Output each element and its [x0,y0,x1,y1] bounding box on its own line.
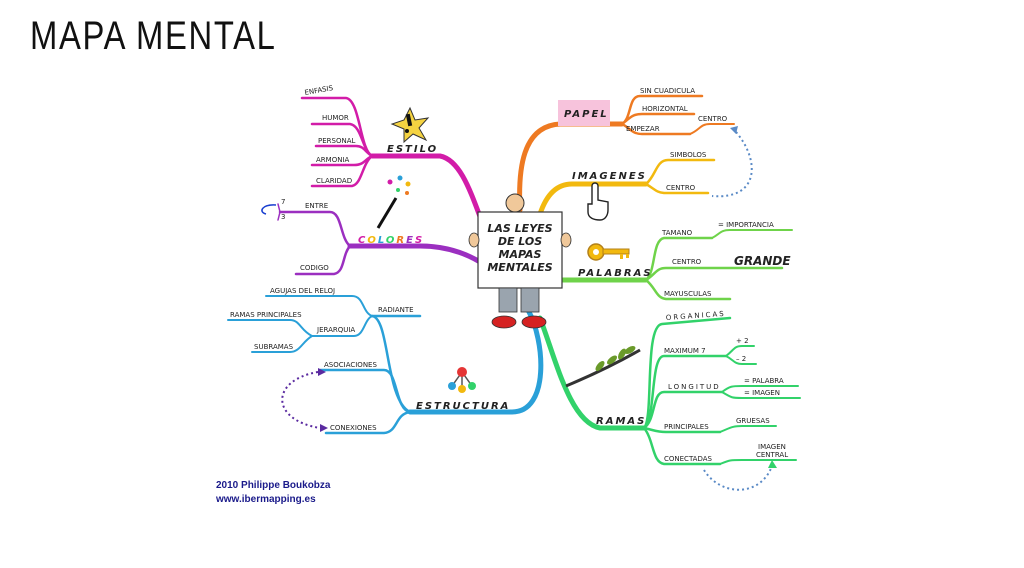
node-mayusculas: MAYUSCULAS [664,290,712,298]
node-central: CENTRAL [756,451,788,459]
node-seven: 7 [281,198,285,206]
node-simbolos: SIMBOLOS [670,151,707,159]
node-asociaciones: ASOCIACIONES [324,361,377,369]
arrowhead-icon [318,368,326,376]
node-imagen: IMAGEN [758,443,786,451]
node-minus2: – 2 [736,355,746,363]
node-three: 3 [281,213,285,221]
key-icon [587,243,630,261]
hand-pointer-icon [587,182,609,221]
branch-estructura-label: ESTRUCTURA [416,401,510,412]
node-personal: PERSONAL [318,137,355,145]
branch-estilo-label: ESTILO [387,144,438,155]
node-codigo: CODIGO [300,264,329,272]
svg-text:COLORES: COLORES [358,235,424,246]
node-radiante: RADIANTE [378,306,414,314]
credit-author: 2010 Philippe Boukobza [216,480,331,491]
node-jerarquia: JERARQUIA [316,326,355,334]
node-grande: GRANDE [734,254,791,268]
center-board [477,211,563,289]
papel-box [558,100,610,126]
branch-colores-label: COLORES [358,235,424,246]
node-palabras-centro: CENTRO [672,258,702,266]
arrowhead-icon [320,424,328,432]
exclamation-star-icon [390,106,430,144]
dotted-connector [281,371,321,429]
central-figure [468,193,572,329]
center-title-line4: MENTALES [487,261,552,274]
node-imagenes-centro: CENTRO [666,184,696,192]
dotted-connector [711,131,753,198]
branch-imagenes [537,158,716,217]
credit-website: www.ibermapping.es [215,494,316,505]
magic-wand-icon [376,175,411,229]
branch-palabras [549,229,793,301]
node-maximum: MAXIMUM 7 [664,347,706,355]
node-empezar: EMPEZAR [626,125,660,133]
center-title-line2: DE LOS [498,235,542,248]
node-claridad: CLARIDAD [316,177,352,185]
arrowhead-icon [768,460,777,468]
branch-palabras-label: PALABRAS [578,268,653,279]
branch-imagenes-label: IMAGENES [572,171,647,182]
arrowhead-icon [730,126,738,134]
center-title-line1: LAS LEYES [487,222,552,235]
node-plus2: + 2 [736,337,749,345]
node-conectadas: CONECTADAS [664,455,713,463]
node-papel-centro: CENTRO [698,115,728,123]
node-eq-palabra: = PALABRA [744,377,784,385]
node-subramas: SUBRAMAS [254,343,294,351]
branch-ramas [537,315,801,466]
branch-ramas-label: RAMAS [596,416,646,427]
node-longitud: LONGITUD [668,383,721,391]
dotted-connector [703,465,773,491]
node-armonia: ARMONIA [316,156,350,164]
page-title: MAPA MENTAL [30,14,277,58]
node-eq-imagen: = IMAGEN [744,389,780,397]
branch-papel-label: PAPEL [564,109,609,120]
node-horizontal: HORIZONTAL [642,105,688,113]
node-humor: HUMOR [322,114,349,122]
branch-estilo [300,96,485,225]
node-importancia: = IMPORTANCIA [718,221,774,229]
leaf-branch-icon [565,346,641,388]
arrow-icon [261,204,277,215]
node-tamano: TAMANO [661,229,693,237]
node-conexiones: CONEXIONES [330,424,377,432]
molecule-icon [448,367,476,393]
node-agujas-del-reloj: AGUJAS DEL RELOJ [270,287,335,295]
node-entre: ENTRE [305,202,328,210]
branch-colores [277,203,483,276]
node-sin-cuadricula: SIN CUADICULA [640,87,695,95]
node-gruesas: GRUESAS [736,417,770,425]
node-principales: PRINCIPALES [664,423,709,431]
center-title-line3: MAPAS [499,248,542,261]
node-ramas-principales: RAMAS PRINCIPALES [230,311,302,319]
node-enfasis: ENFASIS [304,84,334,97]
